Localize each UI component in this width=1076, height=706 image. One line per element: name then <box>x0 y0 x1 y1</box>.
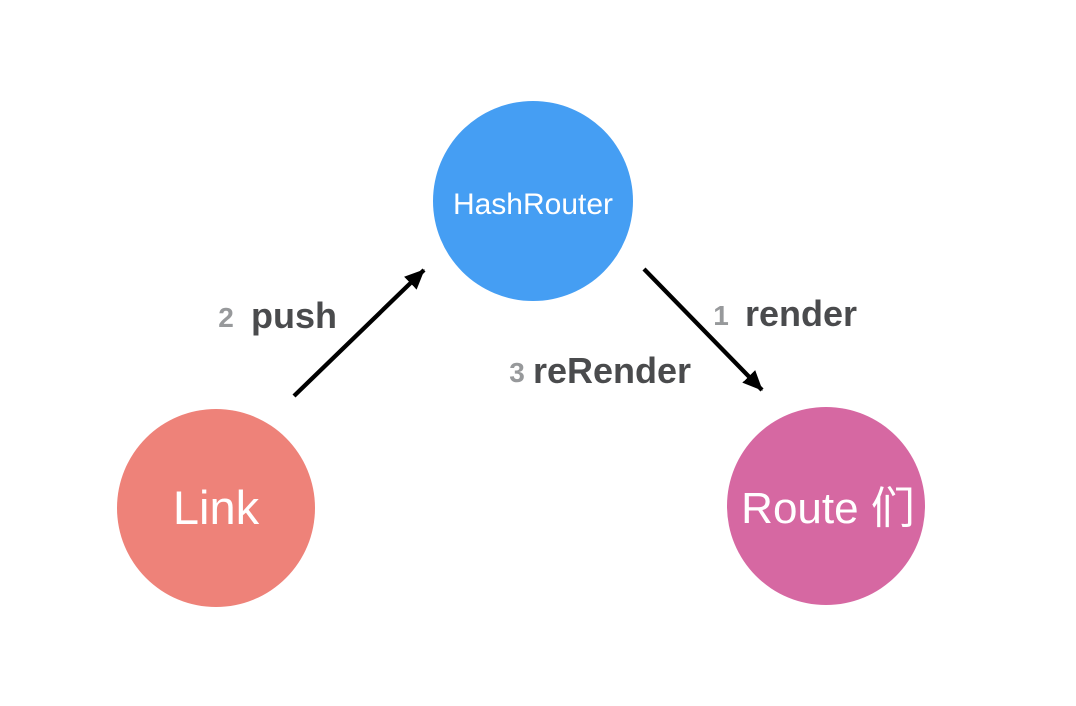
edge-label-push: 2 push <box>218 295 337 336</box>
node-routes-circle <box>727 407 925 605</box>
step-label-render: render <box>745 293 857 334</box>
edge-label-rerender: 3 reRender <box>509 350 691 391</box>
node-hashrouter-circle <box>433 101 633 301</box>
arrow-render-hashrouter-to-routes <box>642 267 764 392</box>
node-link-label: Link <box>173 481 260 534</box>
step-number-1: 1 <box>713 300 729 331</box>
step-number-3: 3 <box>509 357 525 388</box>
node-link-circle <box>117 409 315 607</box>
step-label-push: push <box>251 295 337 336</box>
node-routes: Route 们 <box>727 407 925 605</box>
arrow-push-link-to-hashrouter <box>292 268 426 398</box>
node-hashrouter-label: HashRouter <box>453 188 613 221</box>
step-label-rerender: reRender <box>533 350 691 391</box>
node-link: Link <box>117 409 315 607</box>
node-hashrouter: HashRouter <box>433 101 633 301</box>
step-number-2: 2 <box>218 302 234 333</box>
edge-label-render: 1 render <box>713 293 857 334</box>
node-routes-label: Route 们 <box>741 484 915 533</box>
